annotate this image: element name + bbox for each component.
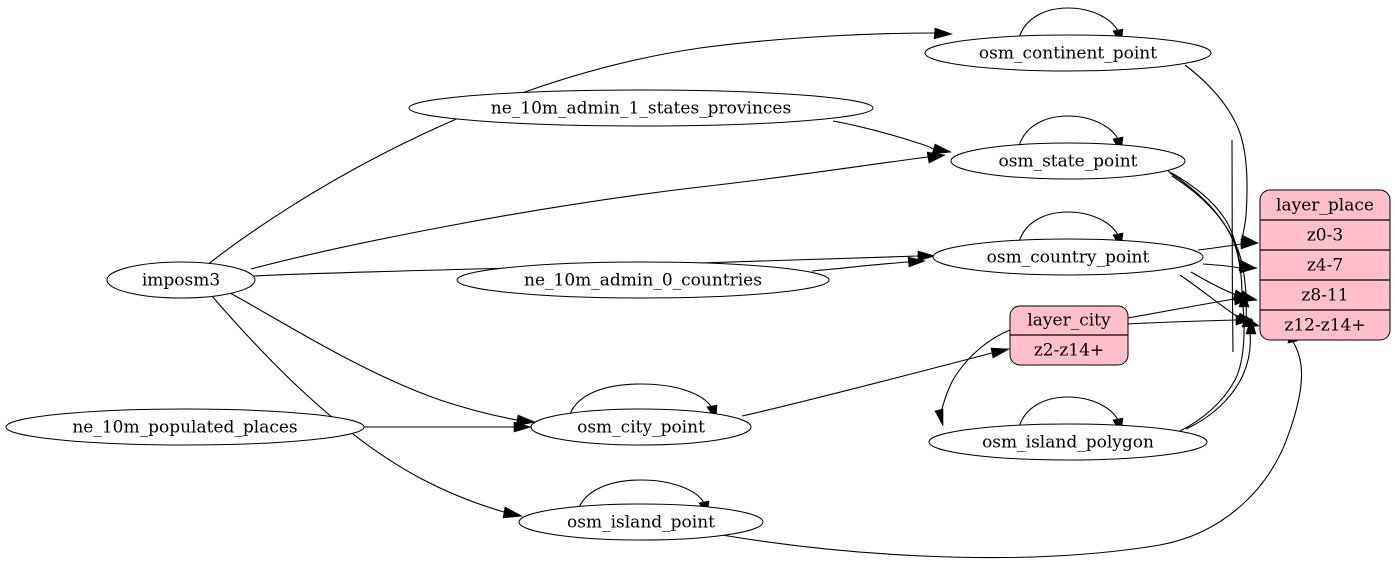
edge-osm-island-point-to-layer-place-z12-z14 — [721, 339, 1303, 559]
node-layer: imposm3 ne_10m_admin_1_states_provinces … — [5, 34, 1212, 541]
node-label: osm_state_point — [999, 152, 1138, 172]
record-title: layer_city — [1027, 311, 1111, 331]
edge-osm-state-point-to-layer-place-z4-7 — [1167, 170, 1241, 265]
node-label: osm_country_point — [987, 248, 1150, 268]
edge-osm-country-point-to-layer-place-z4-7 — [1202, 263, 1241, 269]
node-shape[interactable] — [932, 238, 1204, 276]
edge-imposm3-to-osm-continent-point — [206, 32, 937, 266]
record-row-z4-7[interactable]: z4-7 — [1307, 256, 1343, 276]
edge-layer-city-to-osm-island-polygon — [940, 329, 1011, 413]
record-row-z8-11[interactable]: z8-11 — [1301, 286, 1348, 306]
record-layer-place[interactable]: layer_place z0-3 z4-7 z8-11 z12-z14+ — [1259, 189, 1391, 341]
edge-osm-country-point-to-layer-place-z8-11 — [1190, 271, 1235, 295]
node-shape[interactable] — [950, 142, 1186, 180]
edge-layer-city-to-layer-place-z12-z14 — [1127, 319, 1237, 325]
edge-route-vertical-helper — [1231, 139, 1234, 353]
node-shape[interactable] — [928, 423, 1208, 461]
node-osm-continent-point[interactable]: osm_continent_point — [924, 34, 1212, 72]
edge-osm-city-point-self-loop — [569, 383, 713, 415]
arrowhead-icon — [1238, 289, 1250, 308]
edge-osm-country-point-to-layer-place-z0-3 — [1197, 243, 1242, 251]
record-row-z2-z14[interactable]: z2-z14+ — [1034, 341, 1104, 361]
arrowhead-icon — [515, 414, 537, 427]
arrowhead-icon — [1239, 262, 1259, 274]
node-label: osm_city_point — [577, 418, 705, 438]
edge-osm-continent-point-to-layer-place-z0-3 — [1184, 64, 1248, 240]
edge-imposm3-to-osm-island-point — [210, 294, 505, 513]
node-ne-10m-admin-1-states-provinces[interactable]: ne_10m_admin_1_states_provinces — [408, 89, 874, 127]
arrowhead-icon — [1245, 316, 1257, 335]
node-osm-island-polygon[interactable]: osm_island_polygon — [928, 423, 1208, 461]
node-shape[interactable] — [408, 89, 874, 127]
node-shape[interactable] — [924, 34, 1212, 72]
node-label: ne_10m_admin_1_states_provinces — [491, 99, 791, 119]
arrowhead-icon — [1240, 238, 1260, 250]
node-shape[interactable] — [456, 261, 830, 299]
node-osm-state-point[interactable]: osm_state_point — [950, 142, 1186, 180]
arrowhead-icon — [934, 408, 944, 427]
edge-osm-island-polygon-to-layer-place-z12-z14 — [1185, 332, 1251, 430]
edge-osm-continent-point-self-loop — [1018, 7, 1119, 39]
edge-imposm3-to-osm-city-point — [229, 292, 518, 421]
node-ne-10m-admin-0-countries[interactable]: ne_10m_admin_0_countries — [456, 261, 830, 299]
node-shape[interactable] — [530, 408, 752, 446]
edge-osm-state-point-self-loop — [1018, 115, 1119, 147]
node-label: osm_continent_point — [979, 44, 1157, 64]
edge-layer — [206, 7, 1303, 559]
arrowhead-icon — [513, 421, 533, 433]
edge-imposm3-to-osm-state-point — [250, 156, 929, 270]
record-row-z0-3[interactable]: z0-3 — [1307, 226, 1343, 246]
record-box[interactable] — [1259, 189, 1391, 341]
node-imposm3[interactable]: imposm3 — [106, 261, 256, 299]
record-layer-city[interactable]: layer_city z2-z14+ — [1009, 305, 1129, 366]
node-shape[interactable] — [106, 261, 256, 299]
node-label: imposm3 — [142, 271, 220, 291]
node-label: ne_10m_populated_places — [72, 418, 297, 438]
edge-osm-country-point-to-layer-place-z12-z14 — [1179, 274, 1239, 318]
edge-osm-island-polygon-to-layer-place-z8-11 — [1179, 305, 1245, 432]
node-shape[interactable] — [5, 408, 365, 446]
record-row-z12-z14[interactable]: z12-z14+ — [1284, 316, 1365, 336]
edge-layer-city-to-layer-place-z8-11 — [1127, 298, 1235, 319]
arrowhead-icon — [933, 27, 953, 40]
arrowhead-icon — [907, 256, 927, 268]
node-osm-country-point[interactable]: osm_country_point — [932, 238, 1204, 276]
arrowhead-icon — [931, 143, 953, 155]
edge-osm-island-polygon-self-loop — [1018, 396, 1119, 428]
node-osm-city-point[interactable]: osm_city_point — [530, 408, 752, 446]
arrowhead-icon — [917, 250, 937, 262]
node-label: osm_island_point — [567, 513, 715, 533]
edge-osm-island-point-self-loop — [577, 479, 705, 511]
edge-osm-city-point-to-layer-city — [741, 352, 993, 417]
node-osm-island-point[interactable]: osm_island_point — [518, 503, 764, 541]
node-label: osm_island_polygon — [982, 433, 1154, 453]
arrowhead-icon — [990, 347, 1011, 359]
record-layer: layer_city z2-z14+ layer_place z0-3 z4-7… — [1009, 189, 1391, 366]
edge-ne-countries-to-osm-country-point — [811, 261, 909, 272]
node-shape[interactable] — [518, 503, 764, 541]
record-title: layer_place — [1276, 196, 1374, 216]
arrowhead-icon — [502, 506, 524, 519]
edge-osm-country-point-self-loop — [1018, 211, 1119, 243]
node-label: ne_10m_admin_0_countries — [524, 271, 762, 291]
node-ne-10m-populated-places[interactable]: ne_10m_populated_places — [5, 408, 365, 446]
edge-ne-states-to-osm-state-point — [832, 120, 934, 150]
